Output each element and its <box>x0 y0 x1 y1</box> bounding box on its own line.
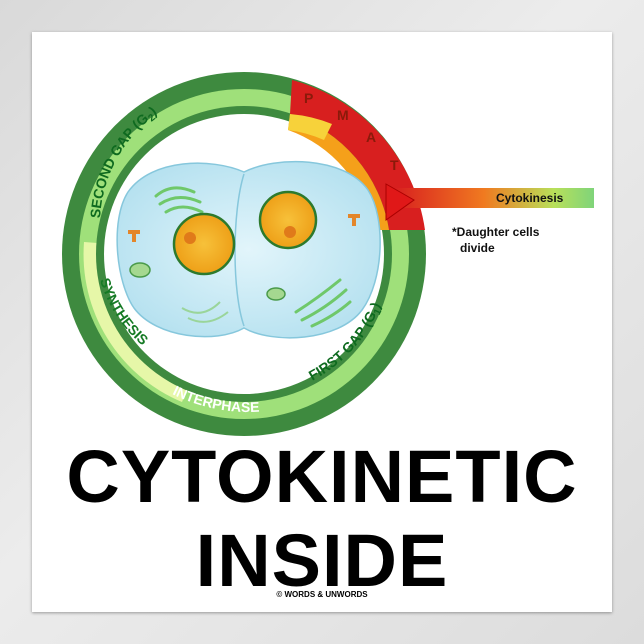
arrow-icon <box>385 183 415 221</box>
cytokinesis-label: Cytokinesis <box>496 191 564 205</box>
mitochondrion-left <box>129 262 151 278</box>
centriole-left <box>128 230 140 242</box>
mitosis-letter-m: M <box>337 107 349 123</box>
poster-title-line1: CYTOKINETIC <box>66 435 578 518</box>
poster-title-line2: INSIDE <box>195 519 449 602</box>
mitosis-letters: P M A T <box>304 90 399 173</box>
nucleus-left <box>172 212 236 276</box>
cell-cycle-diagram: SECOND GAP (G2) SYNTHESIS FIRST GAP (G1)… <box>62 72 594 436</box>
cytokinesis-pointer-bar <box>394 188 594 208</box>
er-left <box>181 301 229 323</box>
pmat-band-highlight <box>288 114 332 140</box>
cleavage-furrow <box>234 173 245 327</box>
poster: SECOND GAP (G2) SYNTHESIS FIRST GAP (G1)… <box>32 32 612 612</box>
mitosis-letter-a: A <box>366 129 376 145</box>
centriole-right <box>348 214 360 226</box>
nucleolus-right <box>284 226 296 238</box>
golgi-right <box>294 278 352 328</box>
nucleus-right <box>258 190 318 250</box>
mitosis-letter-t: T <box>390 157 399 173</box>
mitochondrion-right <box>266 287 286 301</box>
credit-text: © WORDS & UNWORDS <box>276 590 368 599</box>
daughter-cells-note-line1: *Daughter cells <box>452 225 540 239</box>
nucleolus-left <box>184 232 196 244</box>
golgi-left <box>154 186 204 214</box>
mitosis-letter-p: P <box>304 90 313 106</box>
dividing-cell <box>116 160 381 339</box>
daughter-cells-note-line2: divide <box>460 241 495 255</box>
cell-membrane <box>116 160 381 339</box>
